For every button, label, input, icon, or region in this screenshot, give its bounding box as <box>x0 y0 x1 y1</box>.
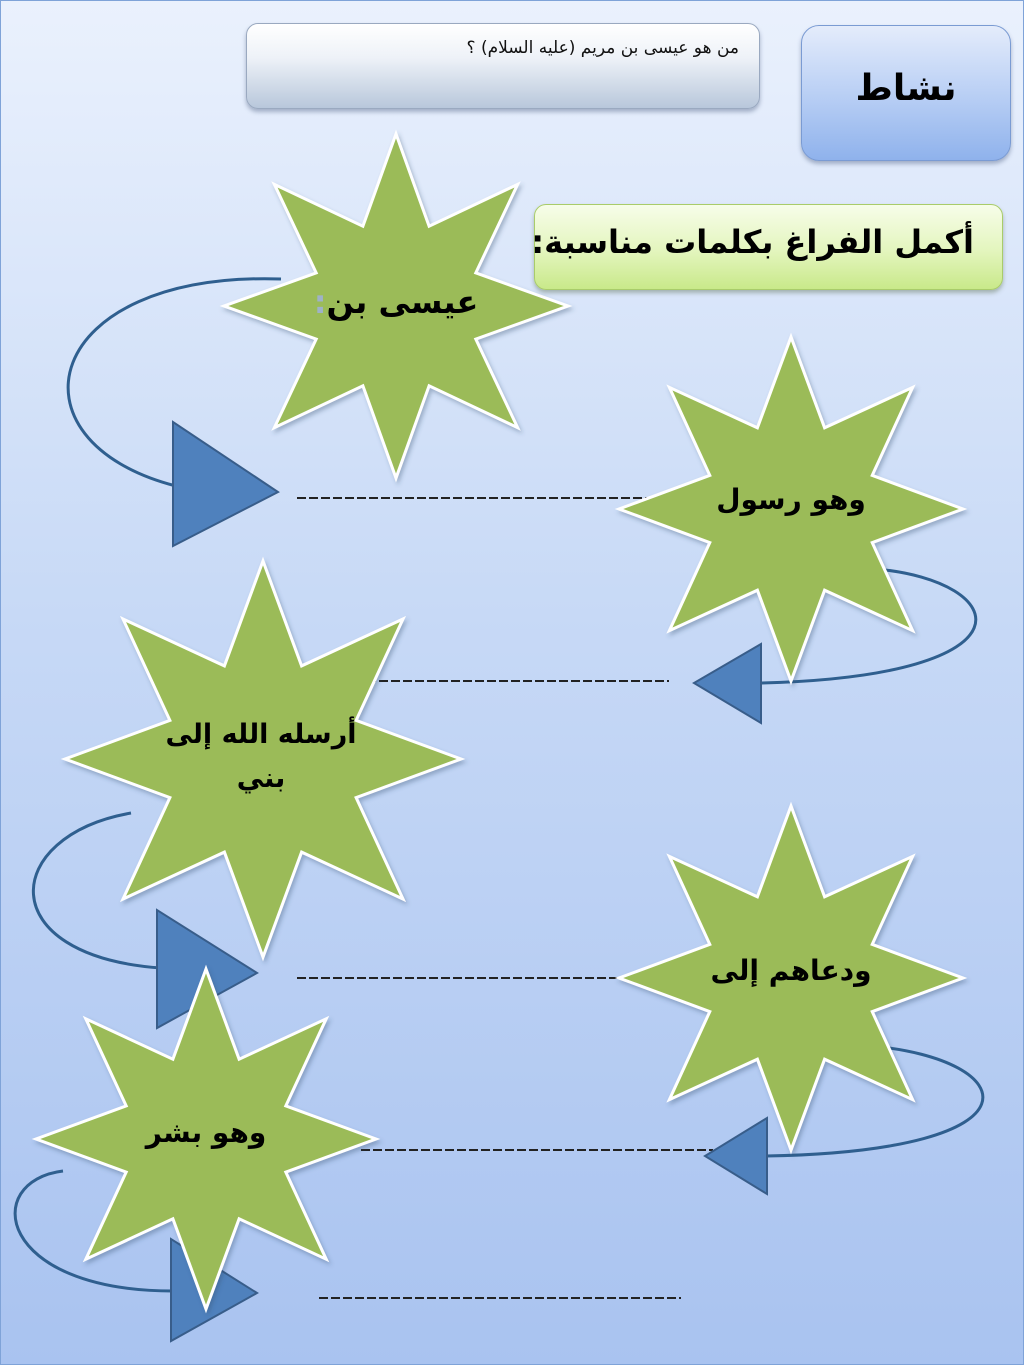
star-shape-1 <box>219 129 573 483</box>
star-label-5-text: وهو بشر <box>145 1116 267 1149</box>
instruction-text: أكمل الفراغ بكلمات مناسبة: <box>531 223 974 261</box>
connector-curve-5 <box>13 1169 174 1293</box>
activity-title: نشاط <box>855 68 957 109</box>
star-shape-2 <box>614 332 968 686</box>
arrow-left-icon-2 <box>692 642 762 725</box>
star-label-4-text: ودعاهم إلى <box>710 954 872 987</box>
star-label-5: وهو بشر <box>121 1116 291 1149</box>
star-shape-5 <box>31 964 381 1314</box>
arrow-right-icon-1 <box>172 420 280 548</box>
arrow-left-icon-4 <box>703 1116 768 1196</box>
activity-title-box: نشاط <box>801 25 1011 161</box>
star-label-3-line2: بني <box>236 763 286 794</box>
connector-curve-3 <box>31 811 162 970</box>
star-label-1: عيسى بن: <box>301 283 491 321</box>
star-label-2-text: وهو رسول <box>716 483 866 516</box>
star-label-2: وهو رسول <box>701 483 881 516</box>
star-shape-3 <box>60 556 466 962</box>
connector-curve-4 <box>765 1044 985 1158</box>
question-box: من هو عيسى بن مريم (عليه السلام) ؟ <box>246 23 760 109</box>
question-text: من هو عيسى بن مريم (عليه السلام) ؟ <box>466 38 739 58</box>
star-label-1-colon: : <box>313 283 327 321</box>
connector-curve-1 <box>66 277 282 488</box>
connector-curve-2 <box>760 567 978 685</box>
star-label-3: أرسله الله إلى بني <box>151 713 371 801</box>
instruction-box: أكمل الفراغ بكلمات مناسبة: <box>531 204 1003 290</box>
star-shape-4 <box>614 801 968 1155</box>
star-label-3-line1: أرسله الله إلى <box>165 719 357 750</box>
star-label-4: ودعاهم إلى <box>701 954 881 987</box>
star-label-1-text: عيسى بن <box>326 283 479 321</box>
